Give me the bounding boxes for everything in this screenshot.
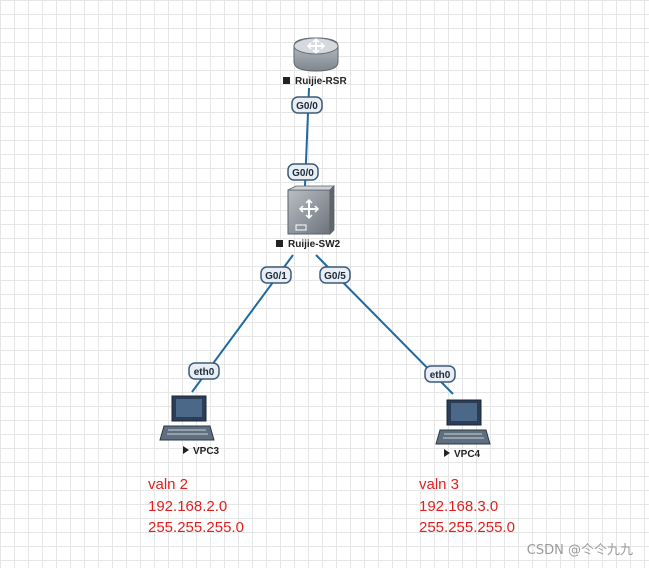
port-switch-g05[interactable]: G0/5 bbox=[319, 266, 351, 284]
switch-icon[interactable] bbox=[287, 185, 335, 235]
vpc4-note: valn 3 192.168.3.0 255.255.255.0 bbox=[419, 474, 515, 539]
svg-text:G0/5: G0/5 bbox=[324, 271, 346, 282]
vpc3-mask: 255.255.255.0 bbox=[148, 519, 244, 536]
vpc4-label: VPC4 bbox=[444, 449, 481, 460]
vpc4-mask: 255.255.255.0 bbox=[419, 519, 515, 536]
vpc3-note: valn 2 192.168.2.0 255.255.255.0 bbox=[148, 474, 244, 539]
vpc4-network: 192.168.3.0 bbox=[419, 497, 499, 515]
svg-text:Ruijie-RSR: Ruijie-RSR bbox=[295, 76, 347, 87]
port-vpc4-eth0[interactable]: eth0 bbox=[424, 365, 456, 383]
vpc3-network: 192.168.2.0 bbox=[148, 497, 228, 515]
switch-label: Ruijie-SW2 bbox=[276, 239, 341, 250]
svg-text:G0/0: G0/0 bbox=[292, 168, 314, 179]
pc-icon[interactable] bbox=[435, 399, 491, 445]
port-switch-g01[interactable]: G0/1 bbox=[260, 266, 292, 284]
svg-text:VPC3: VPC3 bbox=[193, 446, 220, 457]
port-switch-g00[interactable]: G0/0 bbox=[287, 163, 319, 181]
svg-text:eth0: eth0 bbox=[430, 370, 451, 381]
svg-text:G0/0: G0/0 bbox=[296, 101, 318, 112]
port-router-g00[interactable]: G0/0 bbox=[291, 96, 323, 114]
watermark: CSDN @仒仒九九 bbox=[526, 543, 633, 558]
router-label: Ruijie-RSR bbox=[283, 76, 347, 87]
vpc3-vlan: valn 2 bbox=[148, 476, 189, 493]
svg-text:G0/1: G0/1 bbox=[265, 271, 287, 282]
svg-text:VPC4: VPC4 bbox=[454, 449, 481, 460]
pc-icon[interactable] bbox=[159, 395, 215, 441]
svg-text:eth0: eth0 bbox=[194, 367, 215, 378]
vpc3-label: VPC3 bbox=[183, 446, 220, 457]
vpc4-vlan: valn 3 bbox=[419, 476, 460, 493]
port-vpc3-eth0[interactable]: eth0 bbox=[188, 362, 220, 380]
svg-text:Ruijie-SW2: Ruijie-SW2 bbox=[288, 239, 341, 250]
router-icon[interactable] bbox=[293, 37, 339, 72]
